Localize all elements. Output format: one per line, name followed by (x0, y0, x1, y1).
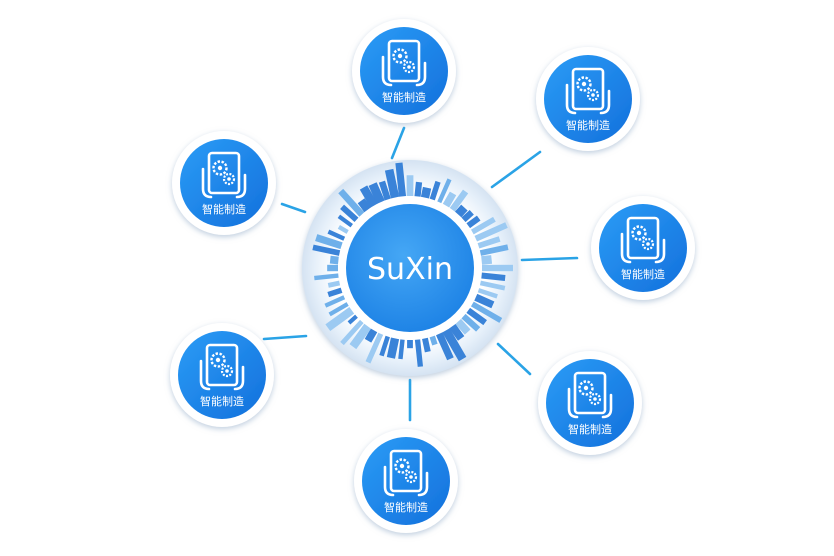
skyline-building (477, 288, 498, 299)
node-label: 智能制造 (568, 422, 612, 436)
skyline-building (437, 178, 452, 204)
city-skyline-ring (312, 162, 513, 367)
skyline-building (477, 236, 501, 249)
skyline-building (414, 339, 424, 367)
skyline-building (429, 180, 441, 201)
skyline-building (378, 180, 391, 201)
skyline-building (479, 244, 509, 256)
skyline-building (337, 225, 349, 234)
skyline-building (340, 204, 359, 223)
connector-top (390, 126, 406, 160)
skyline-building (466, 215, 481, 229)
skyline-building (474, 222, 508, 242)
skyline-building (454, 204, 468, 218)
hub-core (346, 204, 474, 332)
skyline-building (314, 273, 339, 281)
skyline-building (349, 323, 372, 350)
connector-top-right (490, 150, 542, 189)
skyline-building (327, 280, 341, 288)
node-right[interactable]: 智能制造 (591, 196, 695, 300)
skyline-building (470, 301, 503, 323)
connector-bottom-left (262, 334, 308, 341)
hub-label: SuXin (367, 252, 453, 287)
skyline-building (461, 210, 474, 223)
node-bottom[interactable]: 智能制造 (354, 429, 458, 533)
skyline-building (338, 188, 365, 217)
skyline-building (395, 162, 407, 197)
skyline-building (329, 255, 339, 265)
skyline-building (325, 306, 355, 332)
skyline-building (384, 168, 400, 199)
connectors (262, 126, 579, 422)
skyline-building (422, 337, 431, 353)
node-label: 智能制造 (621, 267, 665, 281)
node-label: 智能制造 (566, 118, 610, 132)
node-label: 智能制造 (384, 500, 428, 514)
skyline-building (379, 335, 390, 357)
skyline-building (337, 214, 353, 228)
skyline-building (414, 181, 423, 197)
skyline-building (461, 313, 481, 332)
skyline-building (359, 185, 378, 208)
skyline-building (340, 319, 364, 346)
skyline-building (407, 340, 413, 349)
skyline-building (386, 337, 400, 359)
skyline-building (328, 302, 349, 317)
hub: SuXin (302, 160, 518, 376)
skyline-building (442, 328, 467, 362)
skyline-building (442, 191, 457, 208)
skyline-building (312, 244, 341, 256)
skyline-building (406, 175, 414, 196)
node-left-upper[interactable]: 智能制造 (172, 131, 276, 235)
skyline-building (327, 264, 338, 272)
skyline-building (481, 264, 513, 272)
skyline-building (365, 332, 384, 364)
skyline-building (481, 255, 493, 265)
node-top[interactable]: 智能制造 (352, 19, 456, 123)
skyline-building (449, 323, 465, 341)
node-top-right[interactable]: 智能制造 (536, 47, 640, 151)
skyline-building (429, 335, 438, 346)
skyline-building (481, 272, 506, 281)
connector-right (520, 256, 579, 262)
node-label: 智能制造 (382, 90, 426, 104)
skyline-building (364, 328, 378, 343)
connector-left (280, 202, 307, 214)
skyline-building (420, 186, 432, 199)
skyline-building (466, 307, 487, 326)
skyline-building (398, 339, 405, 360)
skyline-building (474, 293, 495, 309)
skyline-building (449, 189, 469, 212)
skyline-building (315, 234, 343, 250)
skyline-building (327, 229, 346, 241)
skyline-building (357, 198, 372, 213)
node-label: 智能制造 (200, 394, 244, 408)
connector-bottom-right (496, 342, 532, 376)
skyline-building (327, 287, 343, 298)
skyline-building (324, 295, 346, 308)
skyline-building (471, 216, 496, 235)
skyline-building (479, 280, 506, 291)
node-bottom-right[interactable]: 智能制造 (538, 351, 642, 455)
skyline-building (455, 318, 471, 335)
skyline-building (368, 182, 385, 205)
node-label: 智能制造 (202, 202, 246, 216)
skyline-building (347, 314, 358, 325)
node-left-lower[interactable]: 智能制造 (170, 323, 274, 427)
skyline-building (435, 332, 454, 361)
